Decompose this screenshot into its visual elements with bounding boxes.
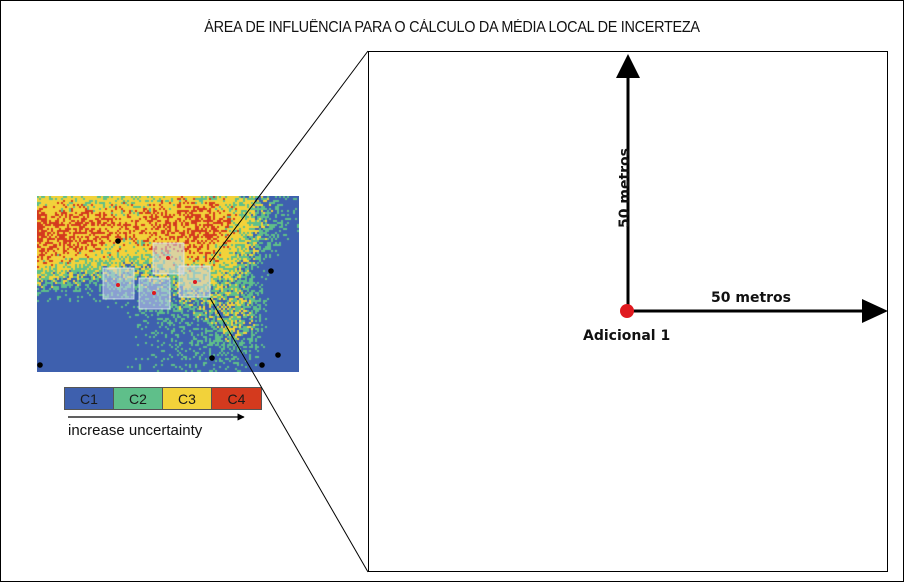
sample-point (37, 362, 43, 368)
detail-area-box (368, 51, 888, 572)
additional-point (152, 291, 156, 295)
uncertainty-map (37, 196, 299, 372)
additional-point (166, 256, 170, 260)
sample-point (259, 362, 265, 368)
sample-point (275, 352, 281, 358)
center-point (620, 304, 634, 318)
legend-class-c3: C3 (163, 388, 212, 409)
zoom-line-top (209, 50, 369, 263)
sample-point (268, 268, 274, 274)
horizontal-distance-label: 50 metros (711, 290, 791, 306)
legend-caption: increase uncertainty (68, 422, 203, 439)
influence-square (102, 267, 135, 300)
vertical-distance-label: 50 metros (617, 148, 633, 228)
legend-class-c2: C2 (114, 388, 163, 409)
figure-title: ÁREA DE INFLUÊNCIA PARA O CÁLCULO DA MÉD… (204, 19, 700, 36)
legend-class-c1: C1 (65, 388, 114, 409)
sample-point (115, 238, 121, 244)
sample-point (209, 355, 215, 361)
map-markers (37, 238, 281, 368)
influence-square (138, 277, 171, 310)
legend-class-c4: C4 (212, 388, 261, 409)
arrow-right-icon (862, 299, 888, 323)
additional-point (193, 280, 197, 284)
arrow-up-icon (616, 54, 640, 78)
zoom-line-bottom (209, 297, 369, 573)
point-label: Adicional 1 (583, 328, 671, 344)
additional-point (116, 283, 120, 287)
